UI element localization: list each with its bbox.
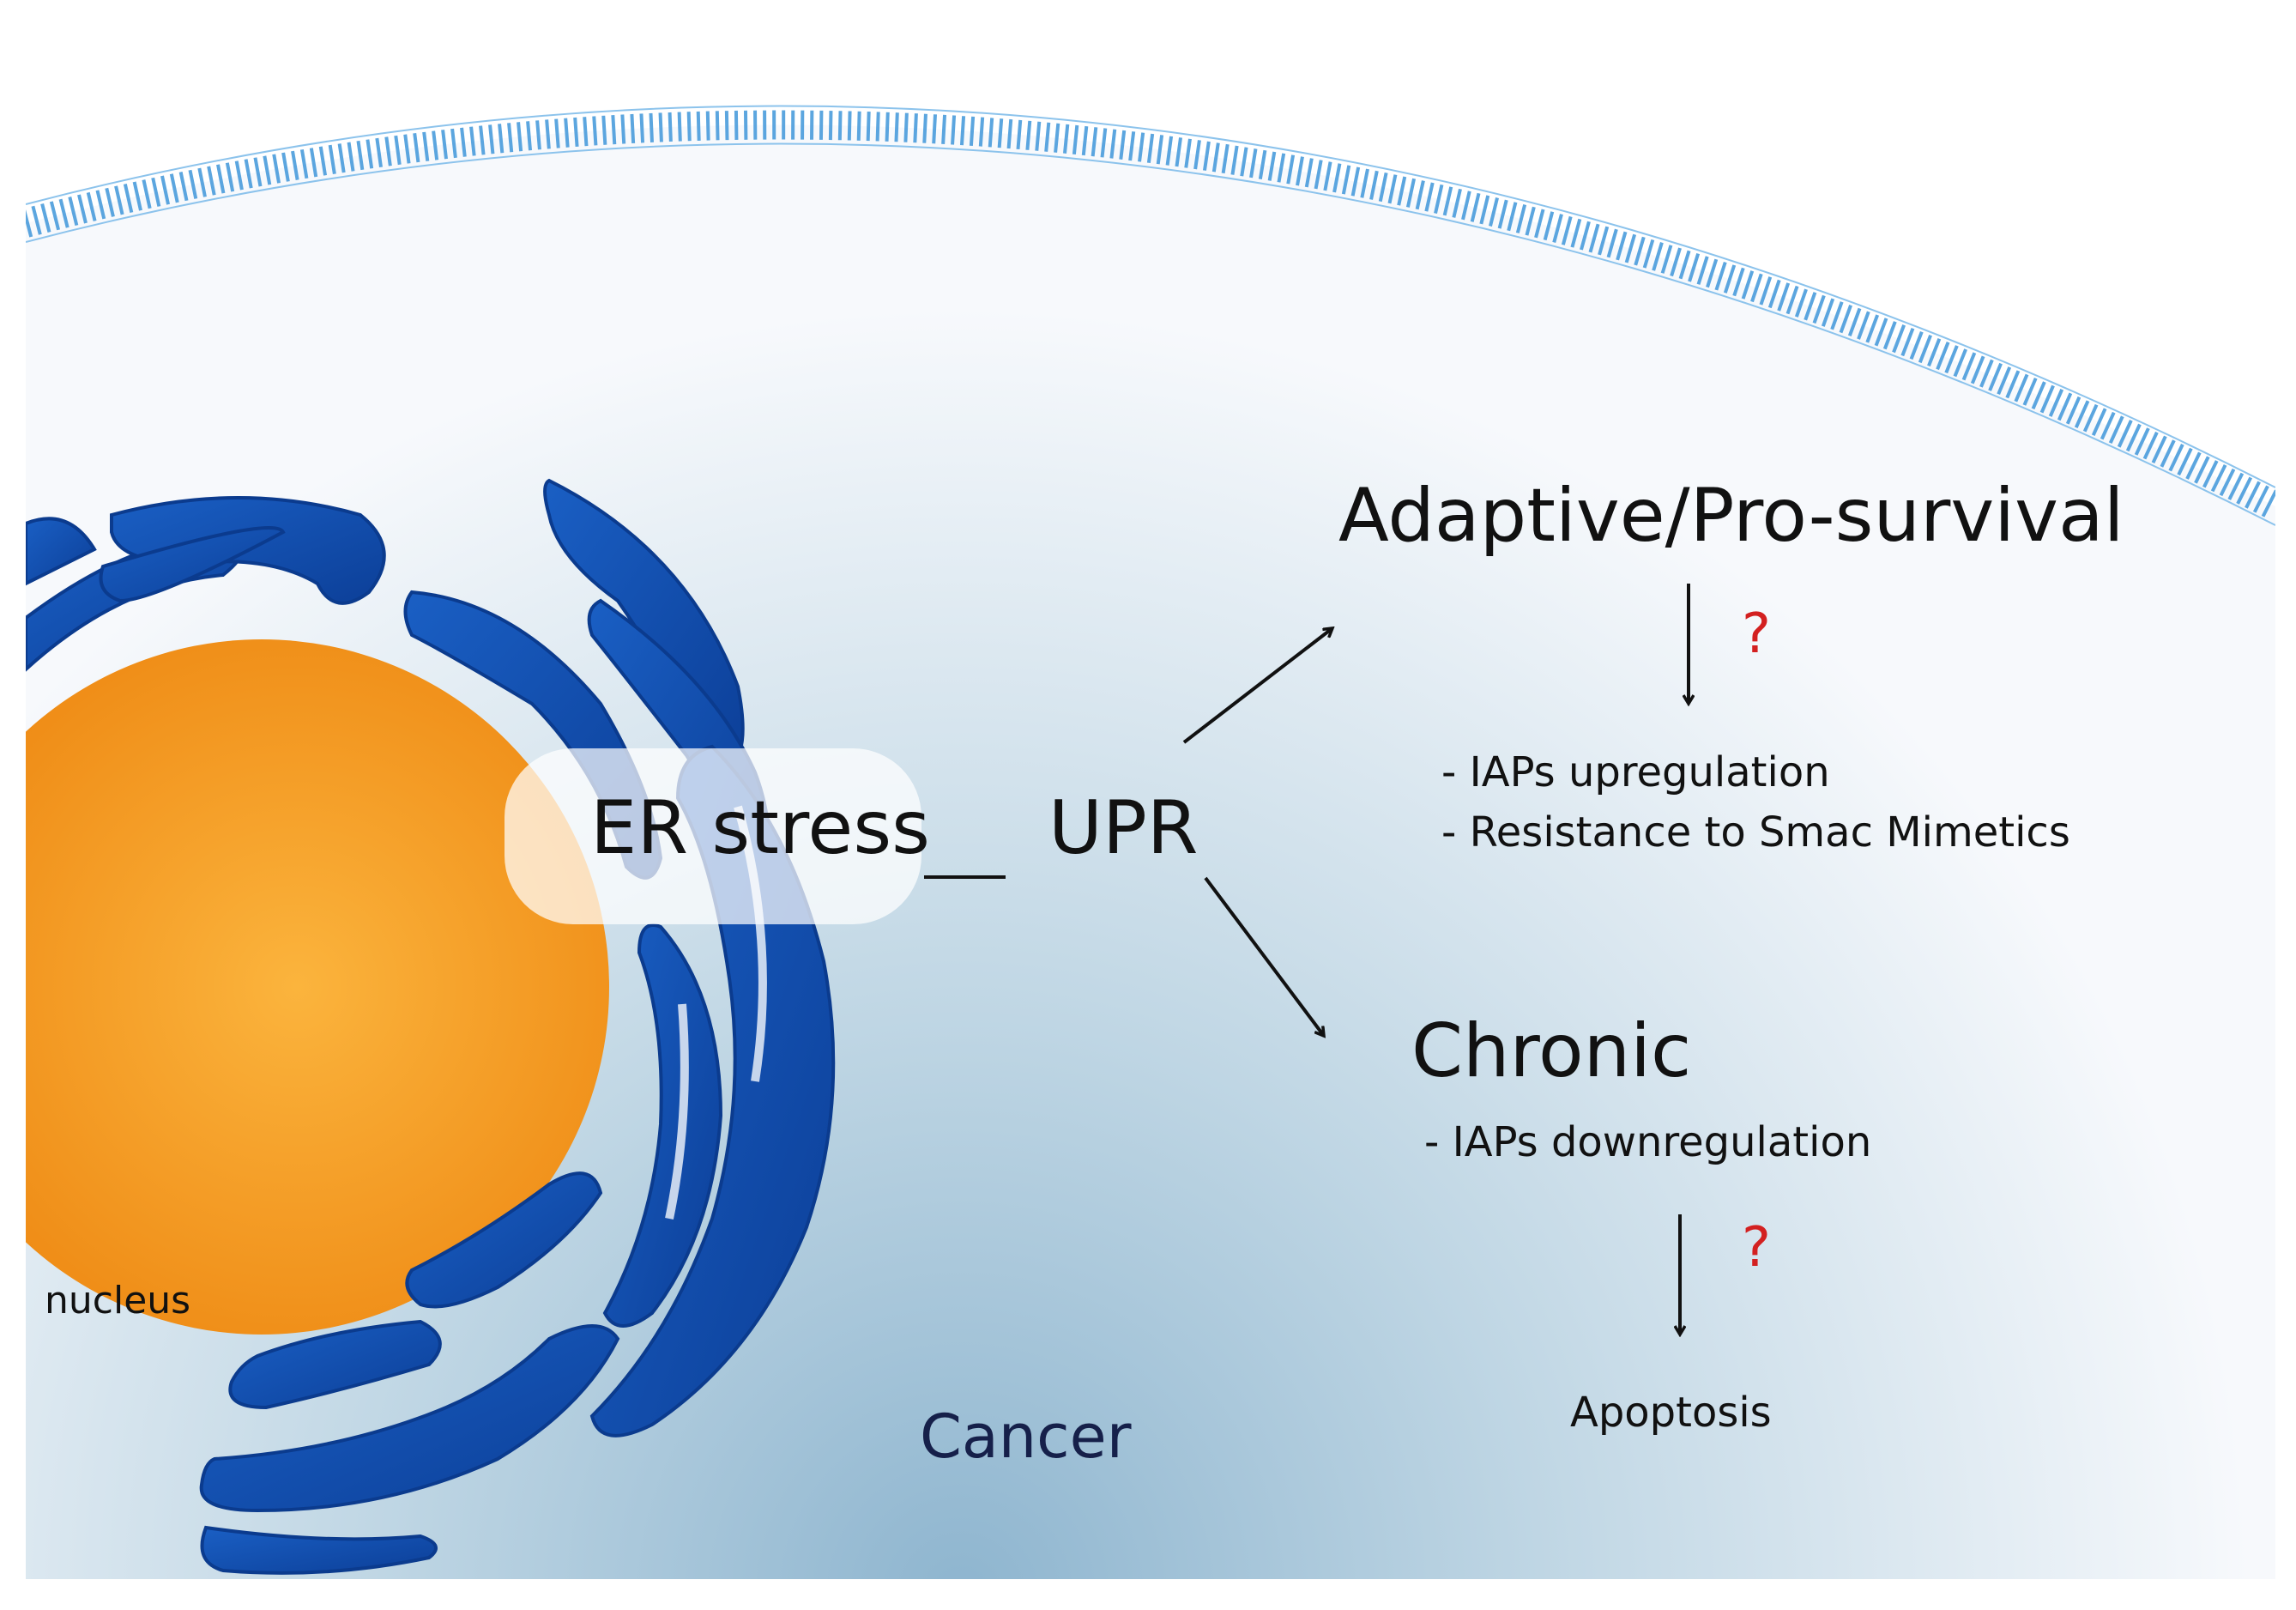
adaptive-item: - Resistance to Smac Mimetics: [1441, 808, 2070, 856]
apoptosis-label: Apoptosis: [1570, 1389, 1772, 1437]
arrow-to-chronic: [1204, 876, 1324, 1036]
question-mark-chronic: ?: [1742, 1216, 1771, 1280]
cell-membrane: [26, 110, 2275, 520]
cancer-label: Cancer: [920, 1401, 1132, 1472]
endoplasmic-reticulum: [26, 478, 836, 1575]
er-stress-box: [505, 748, 921, 924]
chronic-title: Chronic: [1411, 1008, 1691, 1094]
adaptive-title: Adaptive/Pro-survival: [1338, 473, 2124, 559]
cytoplasm: [26, 124, 2275, 1579]
nucleus-label: nucleus: [45, 1279, 190, 1322]
adaptive-item: - IAPs upregulation: [1441, 748, 1830, 796]
arrow-to-adaptive: [1182, 628, 1332, 744]
upr-label: UPR: [1048, 785, 1199, 871]
er-stress-label: ER stress: [590, 785, 930, 871]
nucleus: [26, 639, 609, 1335]
question-mark-adaptive: ?: [1742, 602, 1771, 666]
chronic-item: - IAPs downregulation: [1424, 1118, 1871, 1166]
